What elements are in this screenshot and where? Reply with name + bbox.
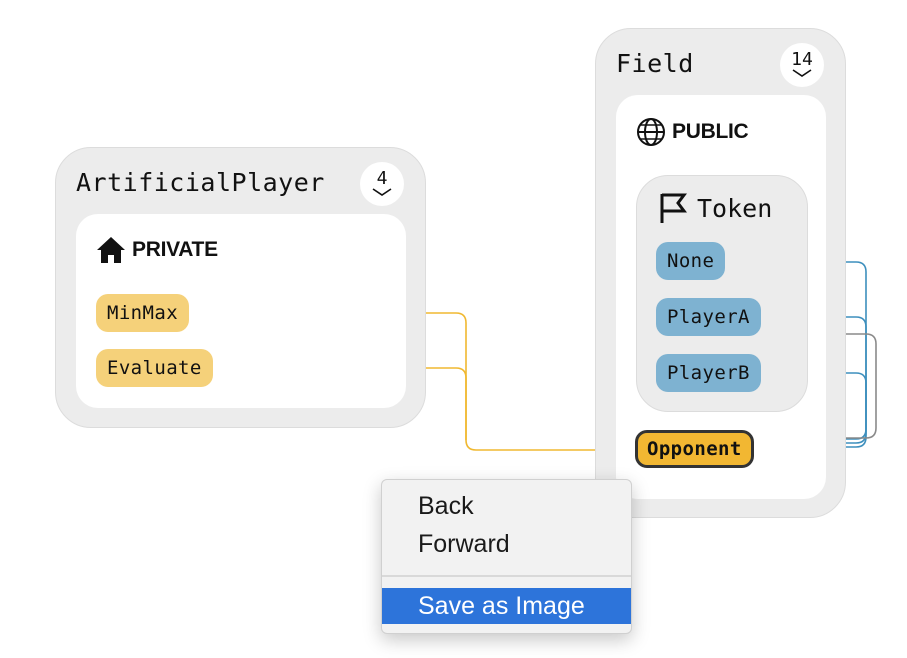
section-public: PUBLIC Token None PlayerA PlayerB Oppone… xyxy=(616,95,826,499)
module-count: 4 xyxy=(376,168,388,189)
module-field[interactable]: Field 14 PUBLIC Token None xyxy=(595,28,846,518)
menu-item-save-as-image[interactable]: Save as Image xyxy=(382,588,631,624)
chevron-down-icon xyxy=(372,188,392,196)
value-none[interactable]: None xyxy=(656,242,726,280)
section-private: PRIVATE MinMax Evaluate xyxy=(76,214,406,408)
menu-item-back[interactable]: Back xyxy=(418,492,474,520)
member-minmax[interactable]: MinMax xyxy=(96,294,190,332)
module-title: ArtificialPlayer xyxy=(76,168,325,197)
section-header: PRIVATE xyxy=(96,236,218,264)
home-icon xyxy=(97,237,125,263)
globe-icon xyxy=(637,118,665,146)
section-label: PRIVATE xyxy=(132,238,218,261)
section-label: PUBLIC xyxy=(672,120,749,143)
context-menu: Back Forward Save as Image xyxy=(381,479,632,634)
flag-icon xyxy=(660,193,687,223)
module-count: 14 xyxy=(791,49,813,70)
value-playera[interactable]: PlayerA xyxy=(656,298,761,336)
menu-item-forward[interactable]: Forward xyxy=(418,530,510,558)
section-header: PUBLIC xyxy=(636,117,749,147)
member-evaluate[interactable]: Evaluate xyxy=(96,349,213,387)
module-count-badge[interactable]: 14 xyxy=(780,43,824,87)
type-title: Token xyxy=(697,193,773,223)
menu-separator xyxy=(382,575,631,577)
type-token[interactable]: Token None PlayerA PlayerB xyxy=(636,175,808,412)
module-artificial-player[interactable]: ArtificialPlayer 4 PRIVATE MinMax Evalua… xyxy=(55,147,426,428)
chevron-down-icon xyxy=(792,69,812,77)
module-count-badge[interactable]: 4 xyxy=(360,162,404,206)
member-opponent[interactable]: Opponent xyxy=(635,430,754,468)
value-playerb[interactable]: PlayerB xyxy=(656,354,761,392)
module-title: Field xyxy=(616,49,694,78)
type-header: Token xyxy=(659,192,772,224)
